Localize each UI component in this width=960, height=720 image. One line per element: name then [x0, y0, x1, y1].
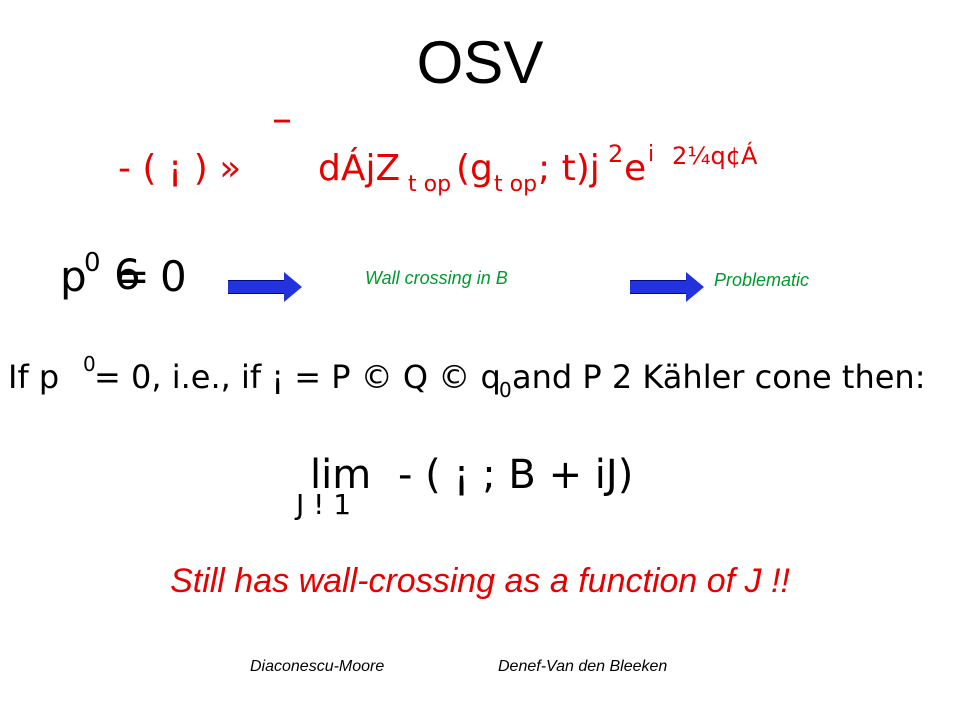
condition-superscript: 0 [83, 352, 96, 376]
slide-title: OSV [416, 29, 544, 96]
value-zero: 0 [160, 252, 187, 301]
wall-crossing-label: Wall crossing in B [365, 268, 508, 288]
equation-exponent: 2¼q¢Á [672, 142, 758, 170]
not-equal-six: 6 [114, 250, 141, 299]
condition-part-1: If p [8, 358, 60, 396]
conclusion-text: Still has wall-crossing as a function of… [170, 562, 790, 600]
equation-square: 2 [608, 140, 624, 168]
reference-denef-van-den-bleeken: Denef-Van den Bleeken [498, 658, 668, 675]
equation-integrand: dÁjZ [318, 148, 401, 189]
equation-mid: (g [456, 148, 493, 189]
equation-dash: – [272, 96, 292, 142]
right-arrow-icon [228, 272, 302, 302]
equation-exp-e: e [624, 148, 647, 189]
equation-sub-top-2: t op [494, 172, 538, 197]
condition-part-3: and P 2 Kähler cone then: [512, 358, 926, 396]
equation-sub-top-1: t op [408, 172, 452, 197]
problematic-label: Problematic [714, 270, 810, 290]
equation-lhs: - ( ¡ ) » [118, 148, 242, 189]
limit-subscript: J ! 1 [296, 488, 352, 521]
condition-part-2: = 0, i.e., if ¡ = P © Q © q [94, 358, 501, 396]
superscript-zero: 0 [84, 248, 101, 278]
limit-operator: lim [310, 452, 372, 498]
right-arrow-icon-2 [630, 272, 704, 302]
condition-subscript: 0 [499, 378, 512, 402]
equation-tail: ; t)j [538, 148, 600, 189]
symbol-p: p [60, 252, 87, 301]
equation-exp-i: i [648, 142, 655, 167]
reference-diaconescu-moore: Diaconescu-Moore [250, 658, 385, 675]
not-equal-bar: = [116, 254, 150, 300]
limit-argument: - ( ¡ ; B + iJ) [398, 452, 634, 498]
